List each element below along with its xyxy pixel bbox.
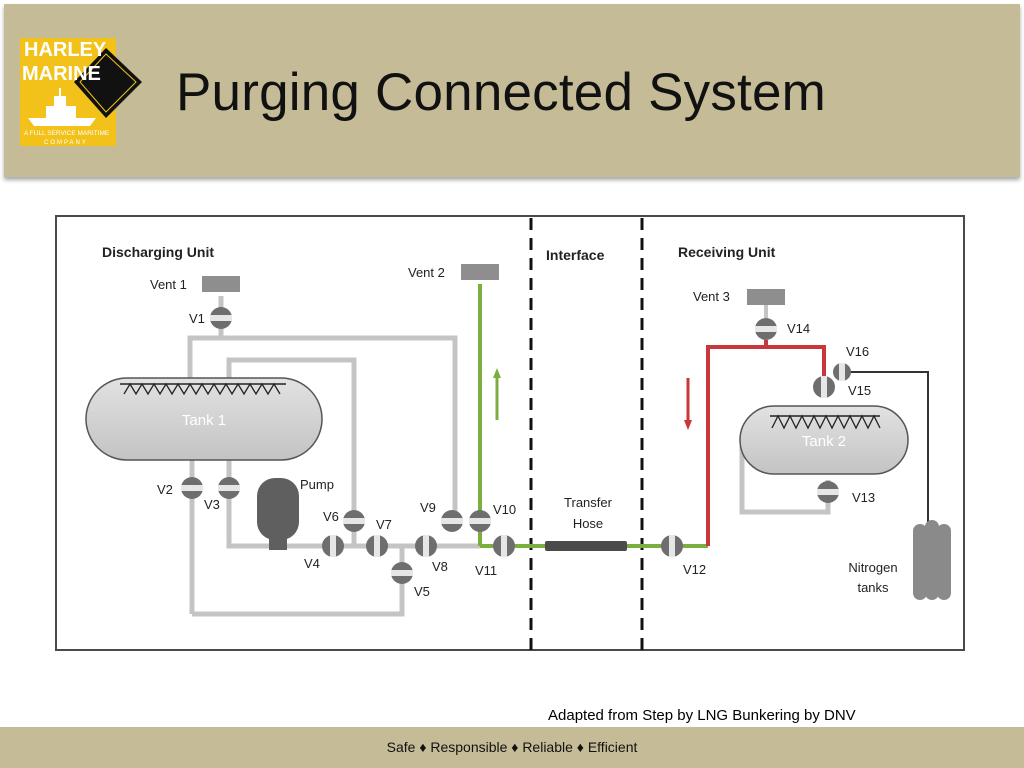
- source-credit: Adapted from Step by LNG Bunkering by DN…: [548, 707, 856, 724]
- valve-v12-icon: [661, 535, 683, 557]
- pump-label: Pump: [300, 477, 334, 492]
- valve-v4-icon: [322, 535, 344, 557]
- valve-v14-icon: [755, 318, 777, 340]
- company-tagline: Safe ♦ Responsible ♦ Reliable ♦ Efficien…: [386, 739, 638, 755]
- vent-2-icon: [461, 264, 499, 280]
- valve-v10-label: V10: [493, 502, 516, 517]
- valve-v4-label: V4: [304, 556, 320, 571]
- svg-text:COMPANY: COMPANY: [44, 140, 88, 146]
- valve-v9-label: V9: [420, 500, 436, 515]
- valve-v1-label: V1: [189, 311, 205, 326]
- valve-v14-label: V14: [787, 321, 810, 336]
- discharging-unit-label: Discharging Unit: [102, 244, 214, 260]
- transfer-hose: [545, 541, 627, 551]
- valve-v7-icon: [366, 535, 388, 557]
- tank-2: Tank 2: [739, 405, 909, 475]
- nitrogen-tanks-icon: [913, 520, 951, 600]
- harley-marine-logo: HARLEY MARINE A FULL SERVICE MARITIME CO…: [20, 38, 142, 146]
- slide-header: HARLEY MARINE A FULL SERVICE MARITIME CO…: [4, 4, 1020, 177]
- valve-v12-label: V12: [683, 562, 706, 577]
- valve-v7-label: V7: [376, 517, 392, 532]
- valve-v6-icon: [343, 510, 365, 532]
- valve-v11-icon: [493, 535, 515, 557]
- svg-text:A FULL SERVICE MARITIME: A FULL SERVICE MARITIME: [24, 130, 110, 137]
- vent-1-icon: [202, 276, 240, 292]
- nitrogen-line: [836, 371, 929, 530]
- hose-label-line2: Hose: [573, 516, 603, 531]
- flow-arrow-down-icon: [684, 378, 692, 430]
- tank-2-label: Tank 2: [802, 433, 846, 450]
- valve-v10-icon: [469, 510, 491, 532]
- receiving-unit-label: Receiving Unit: [678, 244, 776, 260]
- valve-v1-icon: [210, 307, 232, 329]
- valves: [181, 307, 851, 584]
- tank-1-label: Tank 1: [182, 412, 226, 429]
- valve-v15-label: V15: [848, 383, 871, 398]
- nitrogen-label-line1: Nitrogen: [848, 560, 897, 575]
- valve-v3-icon: [218, 477, 240, 499]
- flow-arrow-up-icon: [493, 368, 501, 420]
- hose-label-line1: Transfer: [564, 495, 613, 510]
- ship-icon: [28, 88, 96, 126]
- slide-footer: Safe ♦ Responsible ♦ Reliable ♦ Efficien…: [0, 727, 1024, 768]
- interface-label: Interface: [546, 247, 605, 263]
- valve-v13-label: V13: [852, 490, 875, 505]
- valve-v2-icon: [181, 477, 203, 499]
- vent-2-label: Vent 2: [408, 265, 445, 280]
- valve-v8-label: V8: [432, 559, 448, 574]
- valve-v15-icon: [813, 376, 835, 398]
- tank-1: Tank 1: [85, 377, 323, 461]
- svg-text:HARLEY: HARLEY: [24, 39, 107, 61]
- slide-title: Purging Connected System: [176, 63, 826, 122]
- vent-1-label: Vent 1: [150, 277, 187, 292]
- valve-v13-icon: [817, 481, 839, 503]
- valve-v6-label: V6: [323, 509, 339, 524]
- valve-v8-icon: [415, 535, 437, 557]
- vent-3-icon: [747, 289, 785, 305]
- valve-v3-label: V3: [204, 497, 220, 512]
- valve-v16-label: V16: [846, 344, 869, 359]
- nitrogen-label-line2: tanks: [857, 580, 889, 595]
- vent-3-label: Vent 3: [693, 289, 730, 304]
- valve-v5-label: V5: [414, 584, 430, 599]
- valve-v2-label: V2: [157, 482, 173, 497]
- svg-text:MARINE: MARINE: [22, 63, 101, 85]
- valve-v9-icon: [441, 510, 463, 532]
- pump-icon: [257, 478, 299, 550]
- valve-v16-icon: [833, 363, 851, 381]
- valve-v11-label: V11: [475, 563, 497, 578]
- valve-v5-icon: [391, 562, 413, 584]
